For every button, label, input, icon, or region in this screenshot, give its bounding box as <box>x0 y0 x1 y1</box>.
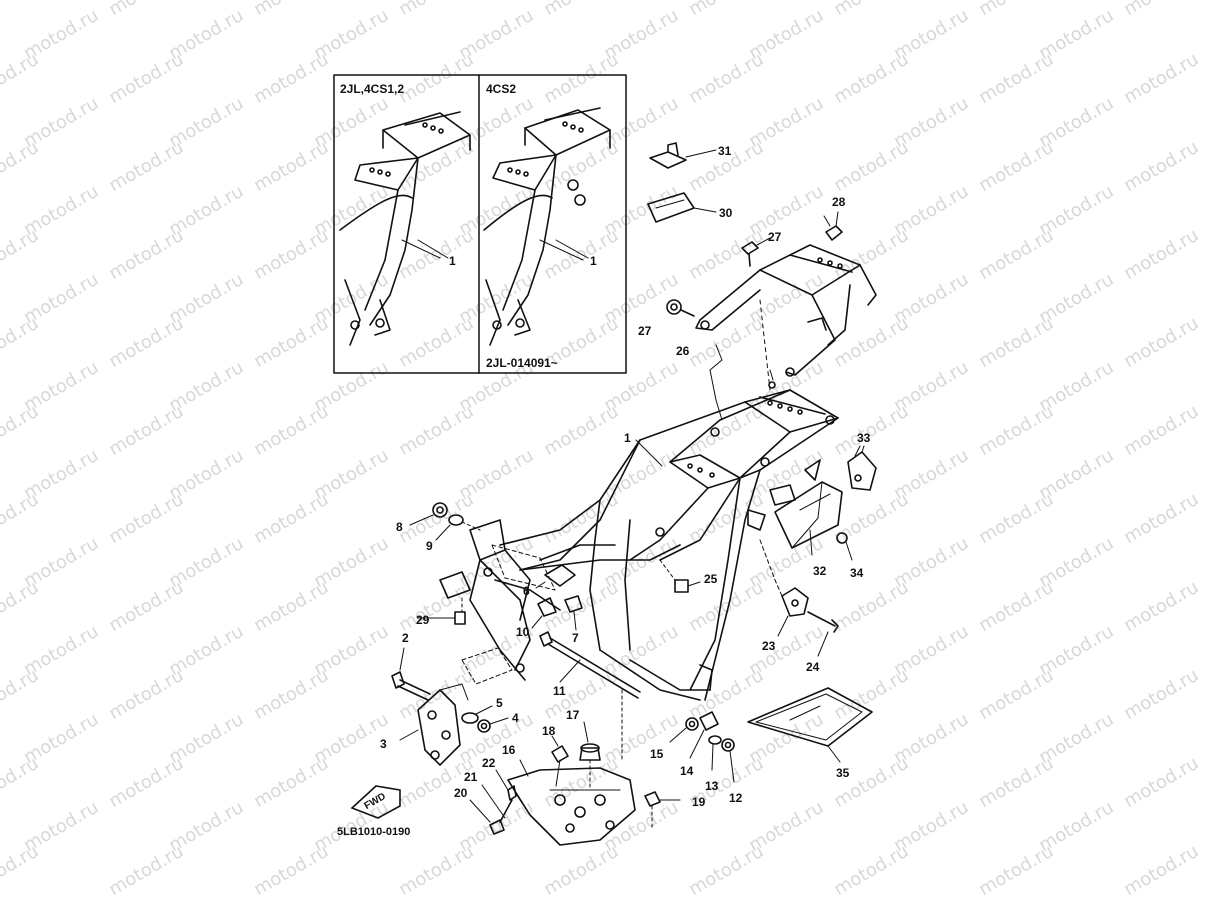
part-21 <box>481 784 506 819</box>
callout-31: 31 <box>718 144 732 158</box>
rear-subframe <box>695 244 877 377</box>
callout-4: 4 <box>512 711 519 725</box>
part-14 <box>689 711 719 759</box>
callout-17: 17 <box>566 708 580 722</box>
callout-29: 29 <box>416 613 430 627</box>
callout-35: 35 <box>836 766 850 780</box>
main-frame <box>469 369 839 701</box>
callout-10: 10 <box>516 625 530 639</box>
callout-24: 24 <box>806 660 820 674</box>
callout-25: 25 <box>704 572 718 586</box>
callout-20: 20 <box>454 786 468 800</box>
part-4 <box>477 717 509 733</box>
callout-32: 32 <box>813 564 827 578</box>
part-7 <box>564 595 583 631</box>
part-13 <box>708 735 722 771</box>
fwd-arrow-icon <box>350 785 401 819</box>
part-16 <box>507 759 636 846</box>
part-3 <box>399 683 469 766</box>
part-23 <box>759 539 809 637</box>
inset-right-title: 4CS2 <box>486 82 517 96</box>
leader-lines <box>417 215 861 619</box>
callout-34: 34 <box>850 566 864 580</box>
callout-27-left: 27 <box>638 324 652 338</box>
callout-13: 13 <box>705 779 719 793</box>
part-30 <box>647 192 717 223</box>
callout-33: 33 <box>857 431 871 445</box>
callout-19: 19 <box>692 795 706 809</box>
part-17 <box>579 721 601 791</box>
inset-right-frame <box>483 107 611 346</box>
part-29 <box>439 571 471 625</box>
inset-left-label: 1 <box>449 254 456 268</box>
callout-8: 8 <box>396 520 403 534</box>
callout-7: 7 <box>572 631 579 645</box>
part-25 <box>659 559 701 593</box>
part-12 <box>721 738 735 783</box>
callout-27-top: 27 <box>768 230 782 244</box>
part-20 <box>469 799 513 835</box>
part-27-top <box>741 237 771 267</box>
callout-30: 30 <box>719 206 733 220</box>
part-19 <box>644 791 681 829</box>
inset-box <box>333 74 627 374</box>
callout-1: 1 <box>624 431 631 445</box>
part-34 <box>836 532 853 561</box>
part-8 <box>409 502 448 526</box>
callout-11: 11 <box>553 684 566 698</box>
callout-21: 21 <box>464 770 478 784</box>
callout-26: 26 <box>676 344 690 358</box>
part-15 <box>669 717 699 743</box>
callout-18: 18 <box>542 724 556 738</box>
callout-3: 3 <box>380 737 387 751</box>
callout-12: 12 <box>729 791 743 805</box>
part-18 <box>551 735 569 787</box>
inset-left-frame <box>339 111 471 346</box>
part-9 <box>435 514 481 541</box>
callout-23: 23 <box>762 639 776 653</box>
part-32 <box>774 481 843 556</box>
part-24 <box>807 611 839 657</box>
part-28 <box>825 211 843 241</box>
callout-22: 22 <box>482 756 496 770</box>
callout-9: 9 <box>426 539 433 553</box>
part-22 <box>495 769 517 801</box>
inset-right-label: 1 <box>590 254 597 268</box>
part-6 <box>535 564 576 589</box>
part-27-left <box>666 299 695 317</box>
callout-16: 16 <box>502 743 516 757</box>
callout-28: 28 <box>832 195 846 209</box>
part-11 <box>539 631 641 761</box>
part-35 <box>747 687 873 763</box>
inset-left-title: 2JL,4CS1,2 <box>340 82 405 96</box>
part-5 <box>461 705 493 724</box>
diagram-code: 5LB1010-0190 <box>337 826 411 838</box>
part-31 <box>649 142 717 169</box>
callout-14: 14 <box>680 764 694 778</box>
callout-15: 15 <box>650 747 664 761</box>
part-33 <box>847 445 877 491</box>
part-10 <box>531 597 557 629</box>
callout-2: 2 <box>402 631 409 645</box>
inset-right-note: 2JL-014091~ <box>486 356 558 370</box>
callout-6: 6 <box>523 584 530 598</box>
part-2 <box>391 647 431 701</box>
callout-5: 5 <box>496 696 503 710</box>
